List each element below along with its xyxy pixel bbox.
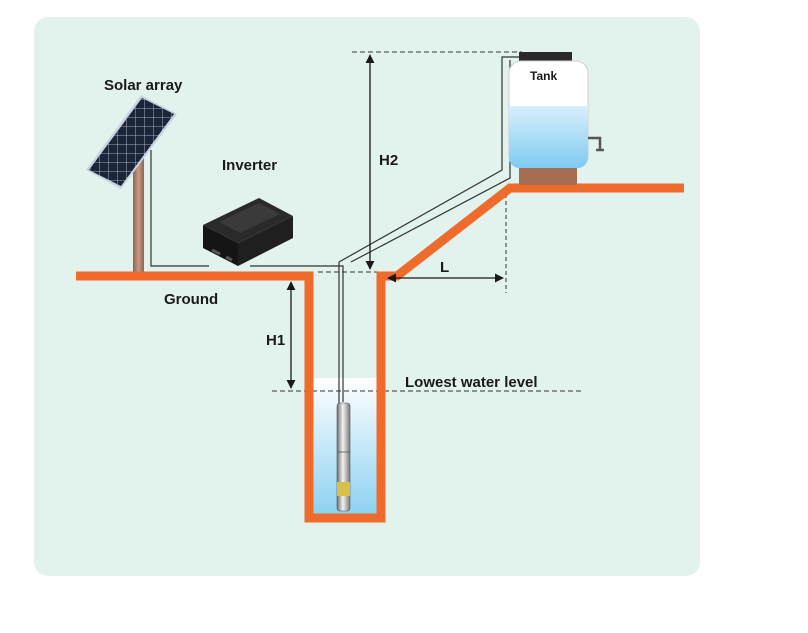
solar-panel-icon [86, 95, 177, 189]
tank-tap-icon [588, 136, 604, 152]
water-tank-icon [508, 52, 604, 185]
label-h1: H1 [266, 332, 285, 349]
tank-water [509, 106, 588, 168]
label-ground: Ground [164, 291, 218, 308]
inverter-icon [203, 198, 293, 266]
delivery-pipe-1 [338, 56, 520, 263]
dimension-arrows [286, 54, 504, 389]
reference-lines [272, 51, 583, 392]
label-l: L [440, 259, 449, 276]
tank-lid [519, 52, 572, 61]
tank-base [519, 168, 577, 185]
solar-cable [150, 150, 209, 267]
label-tank: Tank [530, 69, 557, 83]
label-solar-array: Solar array [104, 77, 183, 94]
ground-and-well-profile [76, 183, 684, 523]
label-lowest-water-level: Lowest water level [405, 374, 538, 391]
solar-pole [133, 140, 144, 274]
label-h2: H2 [379, 152, 398, 169]
pump-cable [250, 265, 344, 402]
label-inverter: Inverter [222, 157, 277, 174]
submersible-pump-icon [336, 402, 351, 512]
